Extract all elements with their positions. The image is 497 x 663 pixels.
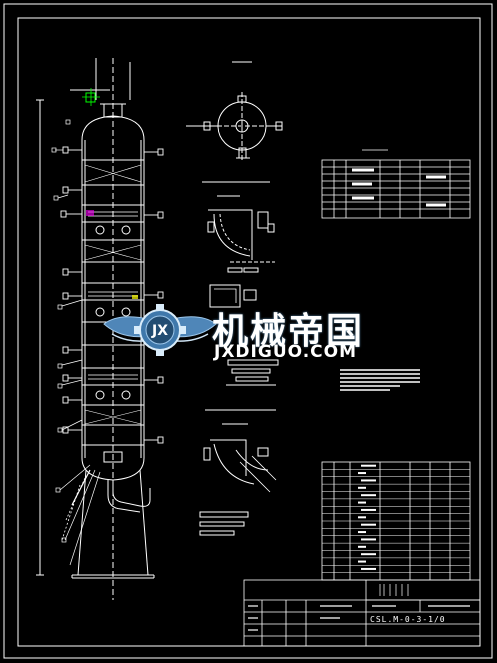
parts-list-cell-text xyxy=(361,538,376,541)
callout-markers xyxy=(51,119,71,543)
parts-list-cell-text xyxy=(358,516,366,519)
parts-list-rows xyxy=(322,464,470,573)
parts-list-cell-text xyxy=(361,523,376,526)
parts-list-cell-text xyxy=(361,464,376,467)
detail-view-1 xyxy=(202,181,275,273)
technical-notes-block xyxy=(340,369,420,391)
watermark-emblem-letters: JX xyxy=(151,323,168,339)
parts-list-cell-text xyxy=(358,486,366,489)
parts-list-cell-text xyxy=(358,472,366,475)
column-color-highlights xyxy=(61,88,138,541)
parts-list-cell-text xyxy=(358,501,366,504)
parts-list-cell-text xyxy=(361,553,376,556)
parts-list-cell-text xyxy=(361,567,376,570)
nozzle-table xyxy=(321,149,471,219)
sheet-border-outer xyxy=(3,3,493,659)
parts-list-cell-text xyxy=(361,494,376,497)
column-vessel xyxy=(36,58,164,600)
detail-view-2 xyxy=(209,284,279,386)
plan-view xyxy=(186,61,283,160)
drawing-number: CSL.M-0-3-1/0 xyxy=(370,615,446,624)
parts-list-cell-text xyxy=(361,479,376,482)
parts-list-cell-text xyxy=(358,545,366,548)
parts-list-cell-text xyxy=(361,508,376,511)
parts-list-cell-text xyxy=(358,560,366,563)
watermark-url-text: JXDIGUO.COM xyxy=(214,342,358,362)
detail-view-3 xyxy=(199,409,277,536)
watermark-emblem: JX xyxy=(103,304,217,356)
title-block xyxy=(243,579,481,647)
watermark-chinese-text: 机械帝国 xyxy=(212,311,365,352)
parts-list-cell-text xyxy=(358,531,366,534)
